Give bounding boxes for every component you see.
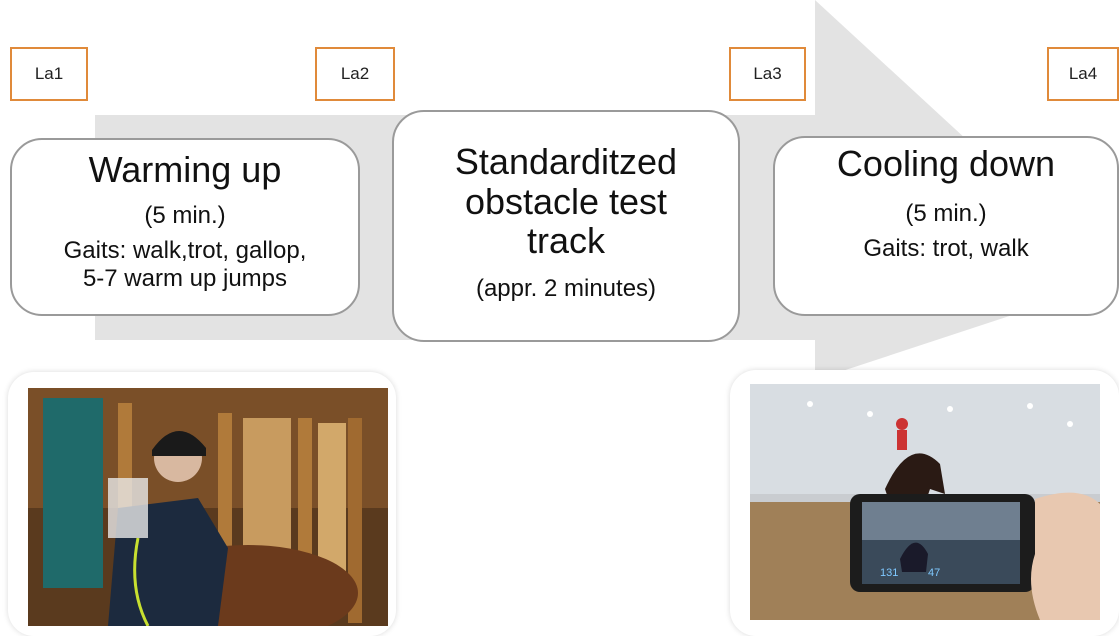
stage-obstacle-test-title-line2: obstacle test	[464, 180, 668, 222]
stage-warming-up-jumps: 5-7 warm up jumps	[82, 264, 288, 292]
stage-cooling-down-gaits: Gaits: trot, walk	[863, 235, 1029, 263]
label-la2-text: La2	[340, 64, 370, 83]
stage-obstacle-test-duration: (appr. 2 minutes)	[475, 274, 657, 302]
label-la4-text: La4	[1068, 64, 1098, 83]
stage-cooling-down: Cooling down (5 min.) Gaits: trot, walk	[773, 136, 1119, 316]
label-la4: La4	[1047, 47, 1119, 101]
stage-warming-up-title: Warming up	[88, 149, 282, 190]
label-la2: La2	[315, 47, 395, 101]
stage-obstacle-test-title-line3: track	[526, 220, 605, 262]
stage-obstacle-test: Standarditzed obstacle test track (appr.…	[392, 110, 740, 342]
label-la1-text: La1	[34, 64, 64, 83]
stage-cooling-down-duration: (5 min.)	[905, 199, 987, 227]
stage-warming-up-gaits: Gaits: walk,trot, gallop,	[63, 237, 307, 265]
rider-warming-up-photo	[8, 372, 396, 636]
stage-cooling-down-title: Cooling down	[836, 143, 1056, 184]
phone-recording-photo: 131 47	[730, 370, 1119, 636]
stage-obstacle-test-title-line1: Standarditzed	[454, 141, 678, 182]
label-la1: La1	[10, 47, 88, 101]
label-la3: La3	[729, 47, 806, 101]
stage-warming-up-duration: (5 min.)	[144, 201, 226, 229]
phone-readout-left: 131	[880, 567, 898, 579]
label-la3-text: La3	[753, 64, 782, 83]
stage-warming-up: Warming up (5 min.) Gaits: walk,trot, ga…	[10, 138, 360, 316]
phone-readout-right: 47	[928, 567, 940, 579]
